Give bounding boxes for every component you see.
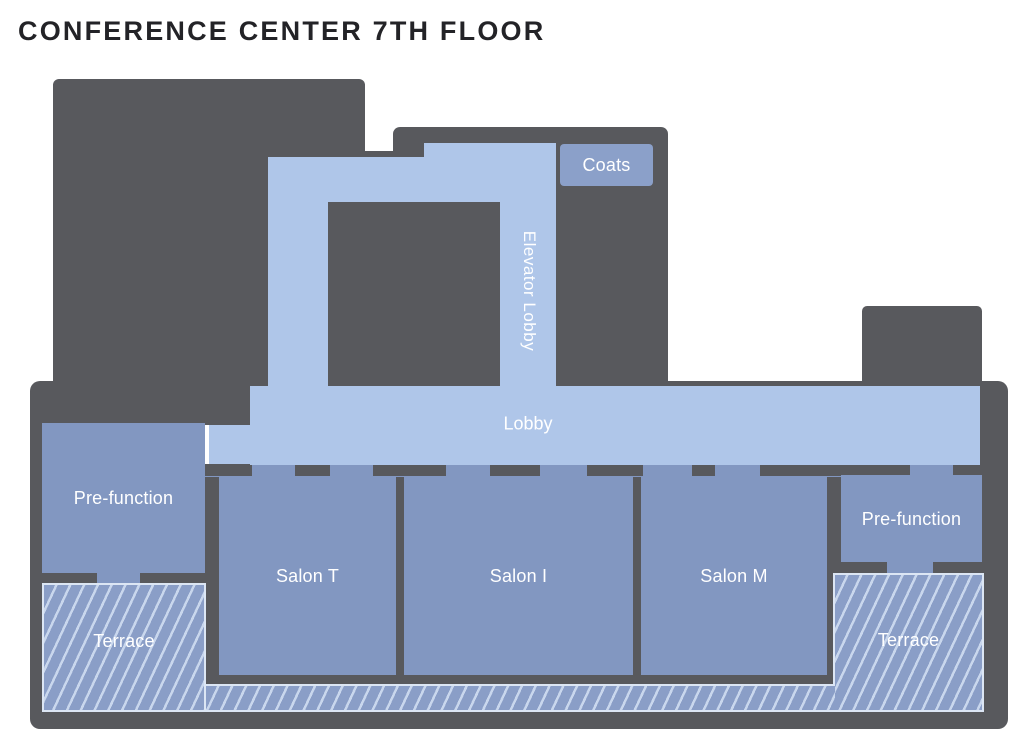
wall-dash (373, 465, 446, 476)
room-salon-m-label: Salon M (700, 566, 768, 586)
corridor-left (268, 157, 328, 392)
wall-join-top (360, 151, 400, 161)
lobby-label: Lobby (503, 413, 553, 434)
room-salon-i: Salon I (404, 477, 633, 675)
elevator-lobby-label: Elevator Lobby (520, 230, 539, 352)
wall-dash (587, 465, 643, 476)
room-coats: Coats (560, 144, 653, 186)
wall-dash (295, 465, 330, 476)
terrace-right: Terrace (833, 573, 984, 712)
room-coats-label: Coats (582, 155, 631, 175)
terrace-right-label: Terrace (877, 629, 940, 650)
courtyard-block (328, 202, 500, 387)
building-block-right (862, 306, 982, 400)
room-salon-i-label: Salon I (489, 566, 548, 586)
door-pre-function-right-terrace (887, 560, 933, 575)
terrace-left: Terrace (42, 583, 206, 712)
lobby-area (250, 386, 980, 465)
wall-dash (490, 465, 540, 476)
wall-dash (760, 465, 910, 476)
door-pre-function-left-terrace (97, 570, 140, 585)
room-salon-t-label: Salon T (275, 566, 340, 586)
room-pre-function-right-label: Pre-function (861, 508, 962, 529)
room-salon-m: Salon M (641, 477, 827, 675)
room-pre-function-left: Pre-function (42, 423, 205, 573)
page-title: CONFERENCE CENTER 7TH FLOOR (18, 16, 546, 46)
room-pre-function-left-label: Pre-function (73, 488, 174, 508)
wall-dash (692, 465, 715, 476)
terrace-left-label: Terrace (93, 630, 155, 651)
terrace-bottom-strip (206, 684, 835, 712)
room-pre-function-right: Pre-function (841, 475, 982, 562)
lobby-left-arm (209, 425, 250, 464)
wall-dash (205, 465, 252, 476)
room-salon-t: Salon T (219, 477, 396, 675)
gap-sliver (205, 425, 209, 464)
wall-dash (953, 465, 980, 476)
